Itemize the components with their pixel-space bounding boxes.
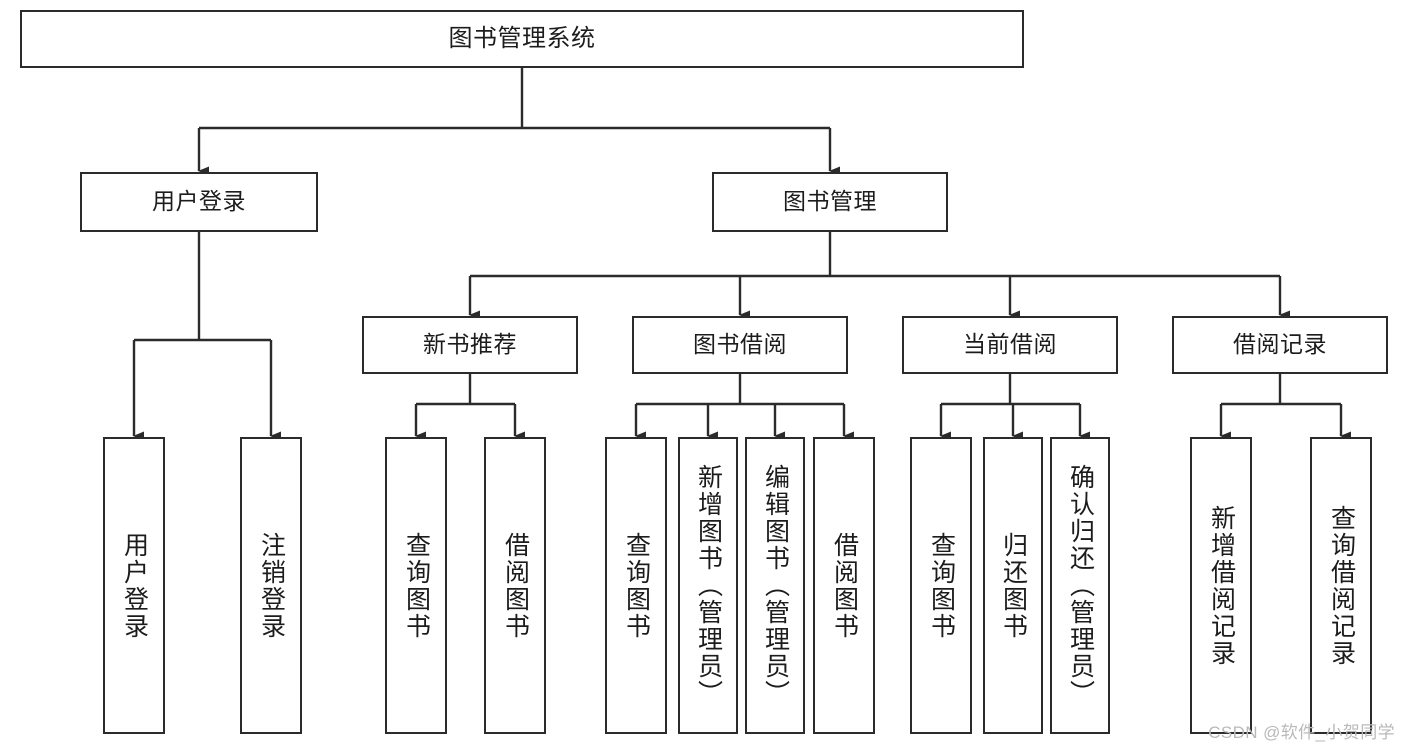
node-user-login-label: 用户登录 [152, 188, 246, 215]
leaf-user-logout-label: 注销登录 [257, 531, 286, 640]
leaf-record-add-record[interactable]: 新增借阅记录 [1190, 437, 1252, 734]
node-new-book-recommend-label: 新书推荐 [423, 331, 517, 358]
node-user-login[interactable]: 用户登录 [80, 172, 318, 232]
leaf-user-login[interactable]: 用户登录 [103, 437, 165, 734]
leaf-newbook-query-book-label: 查询图书 [402, 531, 431, 640]
leaf-current-query-book[interactable]: 查询图书 [910, 437, 972, 734]
node-book-borrow-label: 图书借阅 [693, 331, 787, 358]
node-new-book-recommend[interactable]: 新书推荐 [362, 316, 578, 374]
node-root-label: 图书管理系统 [448, 24, 596, 52]
leaf-newbook-borrow-book-label: 借阅图书 [501, 531, 530, 640]
leaf-current-confirm-return-admin-label: 确认归还（管理员） [1066, 464, 1095, 707]
leaf-borrow-add-book-admin[interactable]: 新增图书（管理员） [678, 437, 738, 734]
node-borrow-record[interactable]: 借阅记录 [1172, 316, 1388, 374]
node-current-borrow-label: 当前借阅 [963, 331, 1057, 358]
leaf-borrow-edit-book-admin-label: 编辑图书（管理员） [761, 464, 790, 707]
leaf-record-query-record-label: 查询借阅记录 [1327, 504, 1356, 667]
leaf-borrow-borrow-book[interactable]: 借阅图书 [813, 437, 875, 734]
node-borrow-record-label: 借阅记录 [1233, 331, 1327, 358]
leaf-record-query-record[interactable]: 查询借阅记录 [1310, 437, 1372, 734]
leaf-borrow-add-book-admin-label: 新增图书（管理员） [694, 464, 723, 707]
leaf-user-logout[interactable]: 注销登录 [240, 437, 302, 734]
node-book-borrow[interactable]: 图书借阅 [632, 316, 848, 374]
leaf-borrow-query-book[interactable]: 查询图书 [605, 437, 667, 734]
node-book-management-label: 图书管理 [783, 188, 877, 215]
leaf-current-return-book-label: 归还图书 [999, 531, 1028, 640]
leaf-current-return-book[interactable]: 归还图书 [983, 437, 1043, 734]
node-book-management[interactable]: 图书管理 [712, 172, 948, 232]
leaf-user-login-label: 用户登录 [120, 531, 149, 640]
node-root[interactable]: 图书管理系统 [20, 10, 1024, 68]
leaf-borrow-borrow-book-label: 借阅图书 [830, 531, 859, 640]
leaf-record-add-record-label: 新增借阅记录 [1207, 504, 1236, 667]
leaf-current-query-book-label: 查询图书 [927, 531, 956, 640]
leaf-current-confirm-return-admin[interactable]: 确认归还（管理员） [1050, 437, 1110, 734]
watermark-text: CSDN @软件_小贺同学 [1208, 723, 1395, 742]
leaf-newbook-query-book[interactable]: 查询图书 [385, 437, 447, 734]
leaf-borrow-query-book-label: 查询图书 [622, 531, 651, 640]
node-current-borrow[interactable]: 当前借阅 [902, 316, 1118, 374]
leaf-newbook-borrow-book[interactable]: 借阅图书 [484, 437, 546, 734]
leaf-borrow-edit-book-admin[interactable]: 编辑图书（管理员） [745, 437, 805, 734]
